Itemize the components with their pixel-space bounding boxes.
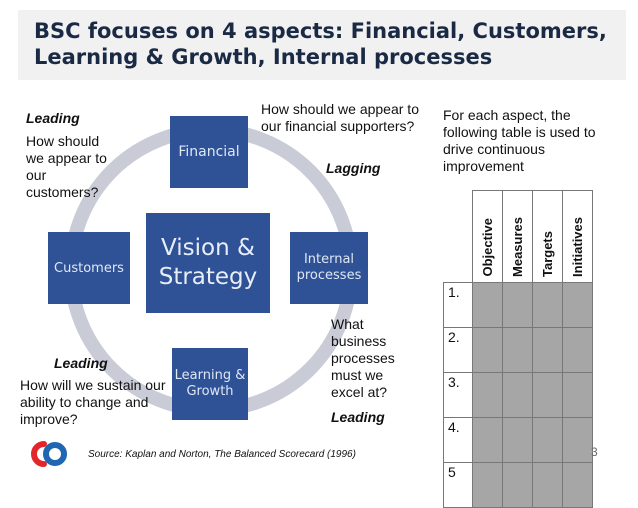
- table-header-row: Objective Measures Targets Initiatives: [443, 190, 593, 283]
- customers-question: How should we appear to our customers?: [26, 133, 107, 200]
- table-row: 2.: [443, 327, 593, 373]
- row-number: 4.: [443, 417, 473, 463]
- title-bar: [18, 10, 626, 80]
- vision-strategy-label: Vision & Strategy: [158, 235, 258, 290]
- table-corner: [443, 190, 473, 283]
- table-cell: [472, 372, 503, 418]
- table-cell: [532, 282, 563, 328]
- table-row: 5: [443, 462, 593, 508]
- slide-title: BSC focuses on 4 aspects: Financial, Cus…: [34, 19, 607, 69]
- table-intro: For each aspect, the following table is …: [443, 107, 596, 174]
- header-objective: Objective: [472, 190, 503, 283]
- financial-lagging-label: Lagging: [326, 160, 381, 176]
- table-cell: [472, 327, 503, 373]
- financial-label: Financial: [178, 144, 240, 160]
- table-row: 1.: [443, 282, 593, 328]
- row-number: 3.: [443, 372, 473, 418]
- financial-box: Financial: [170, 116, 248, 188]
- table-cell: [562, 372, 593, 418]
- table-cell: [532, 327, 563, 373]
- row-number: 5: [443, 462, 473, 508]
- financial-question: How should we appear to our financial su…: [261, 101, 419, 134]
- table-cell: [472, 462, 503, 508]
- table-cell: [502, 327, 533, 373]
- customers-box: Customers: [48, 232, 130, 304]
- table-cell: [502, 462, 533, 508]
- row-number: 2.: [443, 327, 473, 373]
- table-row: 4.: [443, 417, 593, 463]
- page-number: 3: [591, 445, 598, 459]
- table-cell: [502, 372, 533, 418]
- table-cell: [562, 417, 593, 463]
- table-cell: [502, 417, 533, 463]
- internal-label: Internal processes: [296, 252, 362, 283]
- table-cell: [562, 282, 593, 328]
- customers-leading-label: Leading: [26, 110, 80, 126]
- table-cell: [562, 327, 593, 373]
- vision-box: Vision & Strategy: [146, 213, 270, 313]
- learning-box: Learning & Growth: [172, 348, 248, 420]
- table-cell: [562, 462, 593, 508]
- learning-label: Learning & Growth: [174, 368, 246, 399]
- customers-label: Customers: [54, 260, 124, 276]
- bsc-table: Objective Measures Targets Initiatives 1…: [443, 190, 593, 508]
- internal-box: Internal processes: [290, 232, 368, 304]
- table-cell: [532, 417, 563, 463]
- source-citation: Source: Kaplan and Norton, The Balanced …: [88, 449, 356, 460]
- company-logo-icon: [31, 441, 67, 467]
- table-cell: [502, 282, 533, 328]
- header-initiatives: Initiatives: [562, 190, 593, 283]
- internal-leading-label: Leading: [331, 409, 385, 425]
- row-number: 1.: [443, 282, 473, 328]
- table-cell: [532, 372, 563, 418]
- learning-leading-label: Leading: [54, 355, 108, 371]
- header-measures: Measures: [502, 190, 533, 283]
- header-targets: Targets: [532, 190, 563, 283]
- learning-question: How will we sustain our ability to chang…: [20, 377, 166, 427]
- table-row: 3.: [443, 372, 593, 418]
- table-cell: [472, 282, 503, 328]
- internal-question: What business processes must we excel at…: [331, 316, 395, 400]
- table-cell: [472, 417, 503, 463]
- table-cell: [532, 462, 563, 508]
